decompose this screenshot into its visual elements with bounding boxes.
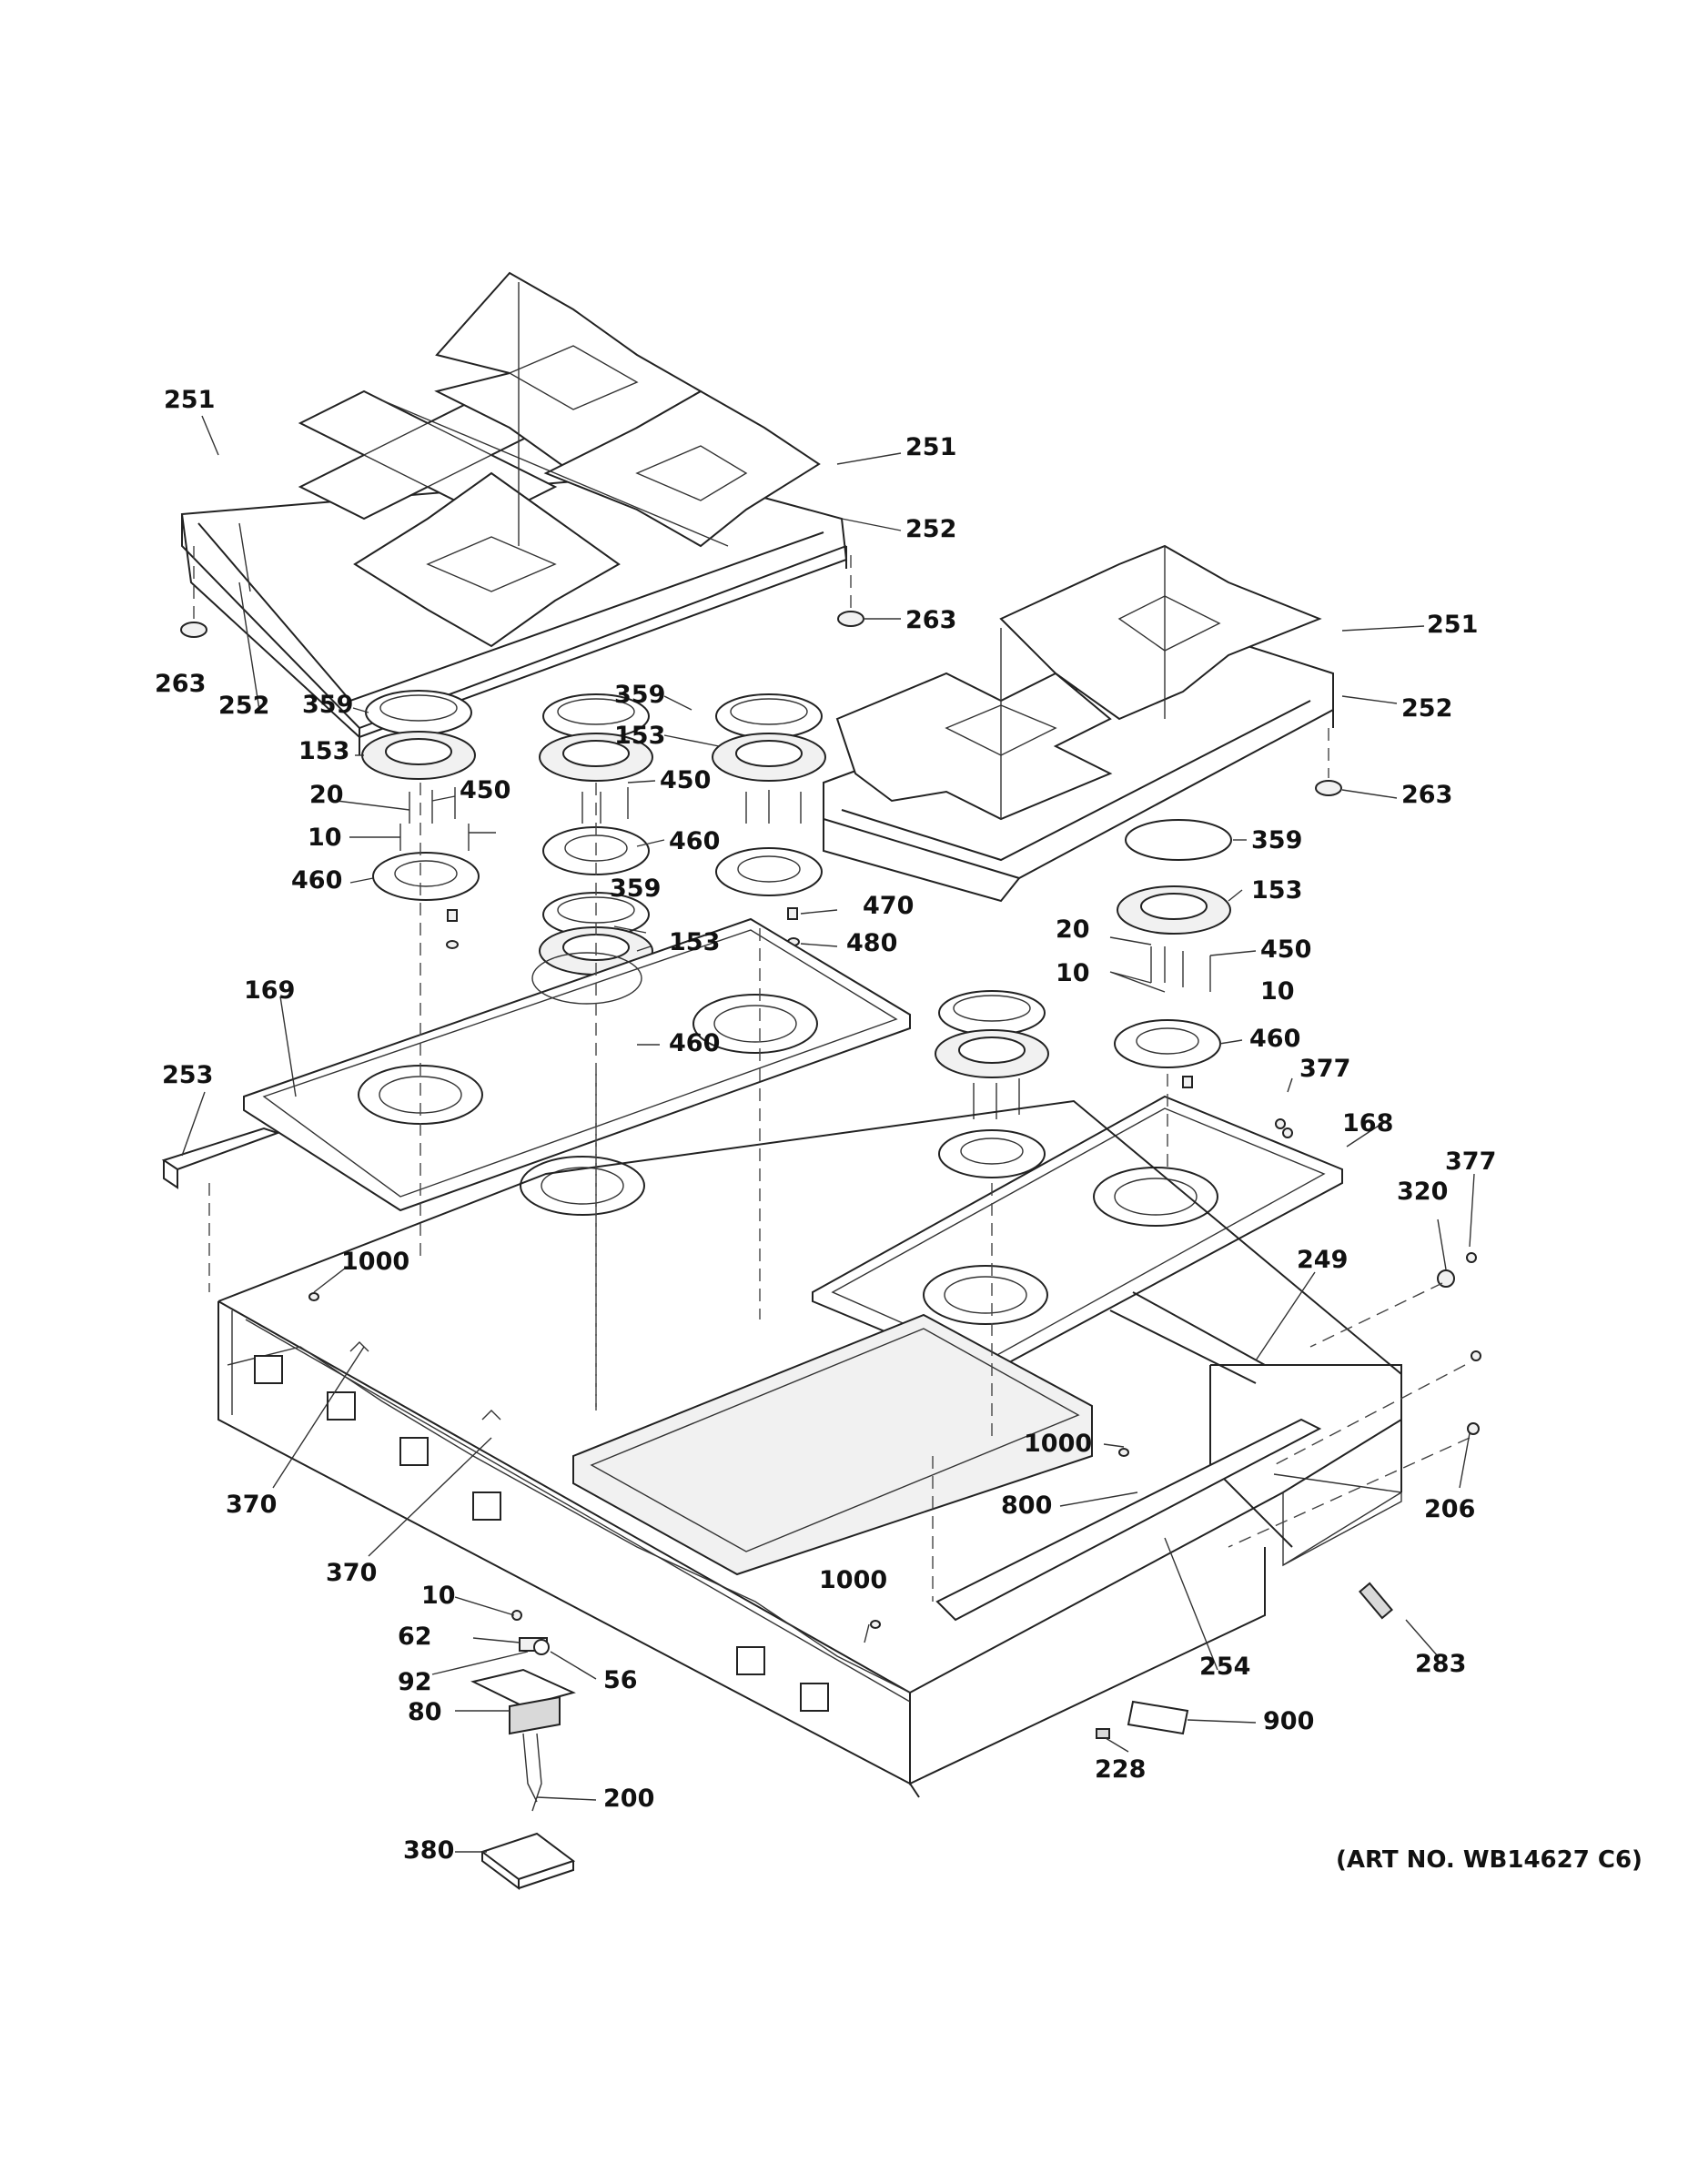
part-label: 251 — [1427, 611, 1478, 639]
grate-front — [353, 471, 621, 648]
part-label: 10 — [308, 824, 342, 852]
part-label: 359 — [610, 875, 661, 903]
part-label: 153 — [669, 928, 720, 956]
small-grate-assembly — [823, 544, 1342, 903]
part-label: 251 — [905, 433, 956, 461]
part-label: 320 — [1397, 1178, 1448, 1206]
part-label: 153 — [614, 722, 665, 750]
part-label: 460 — [669, 827, 720, 855]
burner-caps — [365, 690, 1232, 1036]
part-number-labels: 251 251 252 263 263 252 251 252 263 359 … — [155, 386, 1643, 1874]
part-label: 359 — [1251, 826, 1302, 854]
part-label: 20 — [1056, 915, 1090, 944]
part-label: 80 — [408, 1698, 442, 1726]
part-label: 249 — [1297, 1246, 1348, 1274]
part-label: 263 — [155, 670, 206, 698]
part-label: 283 — [1415, 1650, 1466, 1678]
part-label: 450 — [460, 776, 510, 804]
part-label: 460 — [669, 1029, 720, 1057]
part-label: 359 — [614, 681, 665, 709]
part-label: 1000 — [1024, 1430, 1092, 1458]
small-grate-right — [999, 544, 1322, 721]
part-label: 254 — [1199, 1653, 1250, 1681]
part-label: 1000 — [341, 1248, 409, 1276]
part-label: 153 — [1251, 876, 1302, 905]
part-label: 370 — [226, 1491, 277, 1519]
part-label: 10 — [1260, 977, 1295, 1006]
part-label: 370 — [326, 1559, 377, 1587]
part-label: 450 — [660, 766, 711, 794]
part-label: 359 — [302, 691, 353, 719]
part-label: 200 — [603, 1785, 654, 1813]
part-label: 251 — [164, 386, 215, 414]
part-label: 470 — [863, 892, 914, 920]
part-label: 377 — [1299, 1055, 1350, 1083]
leader-lines — [181, 415, 1475, 1853]
part-label: 62 — [398, 1623, 432, 1651]
part-label: 252 — [1401, 694, 1452, 723]
part-label: 10 — [1056, 959, 1090, 987]
part-label: 460 — [1249, 1025, 1300, 1053]
part-label: 228 — [1095, 1755, 1146, 1784]
spark-module-group — [470, 1610, 576, 1890]
right-burner-box-panel — [812, 1095, 1343, 1376]
part-label: 168 — [1342, 1109, 1393, 1138]
part-label: 380 — [403, 1836, 454, 1865]
art-number: (ART NO. WB14627 C6) — [1336, 1846, 1643, 1874]
part-label: 480 — [846, 929, 897, 957]
part-label: 800 — [1001, 1491, 1052, 1520]
part-label: 56 — [603, 1666, 638, 1694]
part-label: 377 — [1445, 1148, 1496, 1176]
part-label: 450 — [1260, 935, 1311, 964]
part-label: 900 — [1263, 1707, 1314, 1735]
part-label: 252 — [905, 515, 956, 543]
small-grate-left — [835, 672, 1113, 821]
part-label: 1000 — [819, 1566, 887, 1594]
grate-right — [543, 389, 821, 548]
part-label: 10 — [421, 1582, 456, 1610]
part-label: 460 — [291, 866, 342, 895]
part-label: 169 — [244, 976, 295, 1005]
part-label: 263 — [905, 606, 956, 634]
large-grate-assembly — [180, 271, 864, 755]
cooktop-chassis — [161, 1099, 1481, 1798]
part-label: 206 — [1424, 1495, 1475, 1523]
part-label: 153 — [298, 737, 349, 765]
part-label: 252 — [218, 692, 269, 720]
part-label: 263 — [1401, 781, 1452, 809]
part-label: 253 — [162, 1061, 213, 1089]
part-label: 92 — [398, 1668, 432, 1696]
alignment-lines — [208, 783, 1471, 1602]
part-label: 20 — [309, 781, 344, 809]
